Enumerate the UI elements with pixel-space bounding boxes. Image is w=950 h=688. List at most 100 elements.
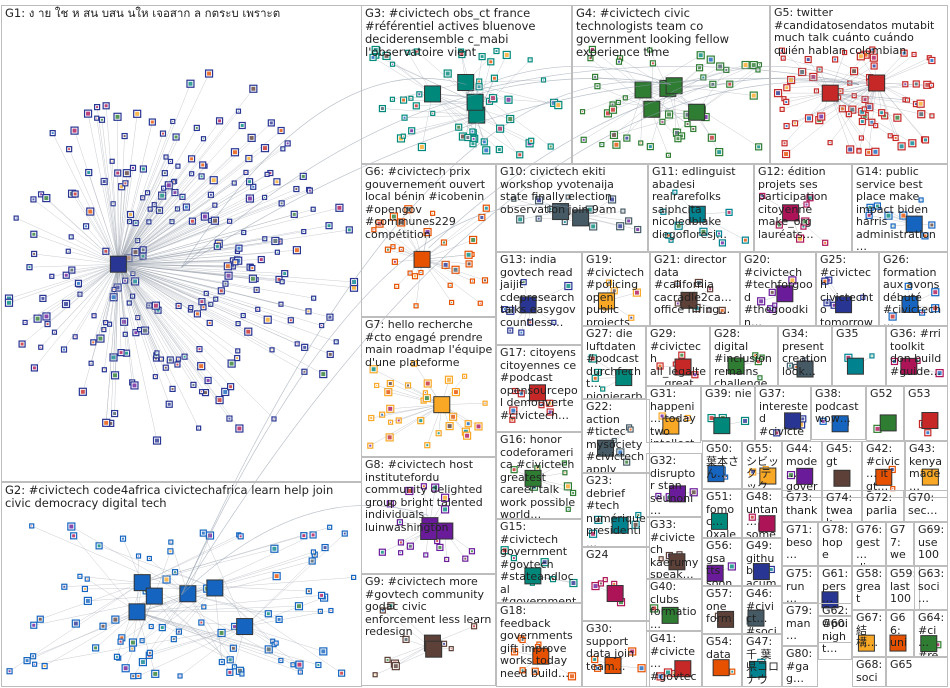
group-label-g76: G76: gest… die… (856, 523, 883, 565)
group-label-g36: G36: #rri toolkit don build #guide… (890, 327, 942, 378)
node-fill (20, 342, 24, 346)
edge (612, 88, 668, 110)
node-fill (43, 665, 46, 668)
hub-node (615, 369, 633, 387)
group-label-g35: G35 (836, 327, 859, 340)
node-fill (87, 171, 91, 175)
node-fill (7, 296, 11, 301)
node-fill (518, 153, 522, 157)
group-label-g28: G28: digital #inclusion remains challeng… (714, 327, 772, 386)
node-fill (729, 564, 734, 569)
node-fill (633, 522, 638, 527)
node-fill (400, 552, 402, 554)
edge (8, 263, 119, 299)
node-fill (386, 390, 391, 395)
group-label-g62: G62: #poi… (822, 604, 849, 642)
edge (118, 206, 187, 265)
node-fill (386, 248, 389, 251)
node-fill (212, 218, 217, 223)
node-fill (466, 252, 471, 257)
group-label-g38: G38: podcast wow… (815, 387, 859, 425)
node-fill (232, 150, 237, 155)
hub-node (905, 215, 923, 233)
hub-node (711, 512, 729, 530)
group-label-g13: G13: india govtech read jaijit cdepresea… (500, 253, 576, 329)
node-fill (920, 199, 922, 201)
node-fill (410, 97, 412, 99)
node-fill (63, 348, 66, 351)
edge (244, 610, 331, 627)
node-fill (28, 266, 31, 269)
group-panel-g74: G74: tweak… (822, 490, 862, 522)
node-fill (442, 241, 445, 244)
group-nodes-g2 (6, 522, 357, 680)
group-panel-g32: G32: disruptor stan seunoni… (646, 453, 702, 517)
group-panel-g15: G15: #civictech government #govtech #sta… (496, 519, 582, 603)
node-fill (129, 212, 133, 216)
group-label-g78: G78: hope peo… (822, 523, 849, 565)
edge (118, 264, 240, 429)
edge (118, 264, 122, 353)
edge (118, 263, 207, 294)
edge (118, 264, 178, 365)
group-label-g22: G22: action #tictec mysociety #civictech… (586, 400, 645, 473)
hub-node (796, 467, 814, 485)
node-fill (415, 50, 418, 53)
node-fill (567, 196, 569, 198)
node-fill (410, 129, 414, 133)
node-fill (328, 315, 332, 319)
node-fill (802, 225, 805, 228)
node-fill (613, 582, 616, 585)
node-fill (128, 302, 130, 304)
node-fill (785, 86, 789, 90)
edge (118, 264, 206, 393)
node-fill (858, 150, 860, 152)
node-fill (97, 544, 101, 548)
node-fill (776, 91, 781, 96)
edge (244, 626, 324, 652)
node-fill (46, 323, 49, 326)
edge (118, 247, 239, 265)
node-fill (648, 145, 652, 149)
node-fill (436, 540, 439, 543)
node-fill (676, 223, 681, 228)
node-fill (321, 649, 326, 654)
group-label-g39: G39: nie (705, 387, 752, 400)
node-fill (7, 300, 11, 305)
node-fill (176, 363, 179, 366)
node-fill (610, 197, 615, 202)
node-fill (88, 209, 93, 214)
node-fill (195, 312, 199, 316)
edge (118, 122, 272, 265)
node-fill (132, 675, 135, 678)
edge (830, 92, 922, 115)
group-label-g74: G74: tweak… (826, 491, 853, 521)
group-label-g12: G12: édition projets ses participation c… (758, 165, 828, 241)
node-fill (451, 301, 453, 303)
node-fill (257, 308, 259, 310)
node-fill (798, 236, 803, 241)
group-nodes-g13 (501, 279, 573, 336)
node-fill (280, 303, 282, 305)
group-nodes-g54 (712, 659, 736, 677)
edge (829, 82, 877, 143)
node-fill (310, 559, 314, 563)
group-label-g58: G58: great (856, 567, 883, 605)
node-fill (242, 315, 244, 317)
node-fill (101, 624, 105, 628)
node-fill (521, 638, 524, 641)
node-fill (608, 281, 611, 284)
hub-node (879, 414, 897, 432)
hub-node (662, 417, 680, 435)
node-fill (447, 424, 452, 429)
node-fill (848, 147, 853, 152)
group-panel-g70: G70: sec… (904, 490, 948, 522)
node-fill (148, 221, 150, 223)
edge (90, 264, 119, 364)
edge (432, 93, 520, 155)
group-panel-g5: G5: twitter #candidatosendatos mutabit m… (770, 5, 948, 164)
edge (400, 114, 477, 139)
node-fill (208, 321, 211, 324)
node-fill (190, 219, 194, 223)
group-nodes-g48 (748, 513, 776, 533)
